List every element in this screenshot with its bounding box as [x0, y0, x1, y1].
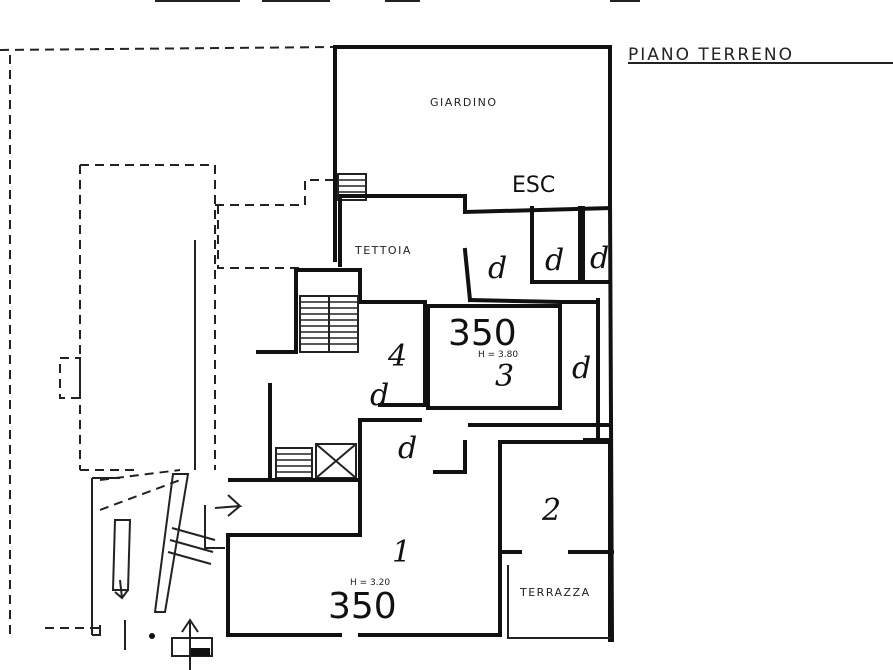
room-2: 2 TERRAZZA [498, 440, 614, 642]
room-3: 350 H = 3.80 3 [426, 304, 562, 410]
room-4-number: 4 [387, 339, 407, 374]
terrace-label: TERRAZZA [519, 586, 591, 599]
door-mark: d [398, 431, 417, 466]
garden-area: GIARDINO ESC [333, 45, 612, 262]
right-exterior-wall [607, 197, 615, 643]
door-mark: d [370, 378, 389, 413]
left-walkway [91, 240, 196, 636]
canopy-label: TETTOIA [354, 244, 412, 257]
room-3-number: 3 [495, 359, 514, 394]
esc-label: ESC [512, 173, 555, 198]
door-marks: d d d d d d [370, 241, 609, 466]
door-mark: d [572, 351, 591, 386]
garden-stair [337, 173, 367, 201]
garden-label: GIARDINO [430, 96, 498, 109]
plan-title: PIANO TERRENO [628, 45, 794, 65]
room-3-height: H = 3.80 [478, 350, 518, 360]
room-2-number: 2 [541, 493, 561, 528]
main-stair [256, 268, 382, 354]
door-mark: d [488, 251, 507, 286]
service-rooms [467, 206, 610, 305]
room-1: 1 H = 3.20 350 [226, 476, 502, 637]
door-mark: d [545, 243, 564, 278]
room-1-number: 1 [392, 535, 411, 570]
room-4: 4 [378, 300, 427, 407]
hallway [268, 298, 612, 482]
door-mark: d [590, 241, 609, 276]
property-boundary [0, 46, 336, 635]
canopy-area: TETTOIA [338, 194, 613, 303]
room-1-height: H = 3.20 [350, 578, 390, 588]
entrance-ramp [111, 473, 243, 613]
room-3-area: 350 [448, 313, 517, 354]
service-stair [275, 443, 357, 479]
entrance-marker [124, 618, 213, 670]
room-1-area: 350 [328, 586, 397, 627]
